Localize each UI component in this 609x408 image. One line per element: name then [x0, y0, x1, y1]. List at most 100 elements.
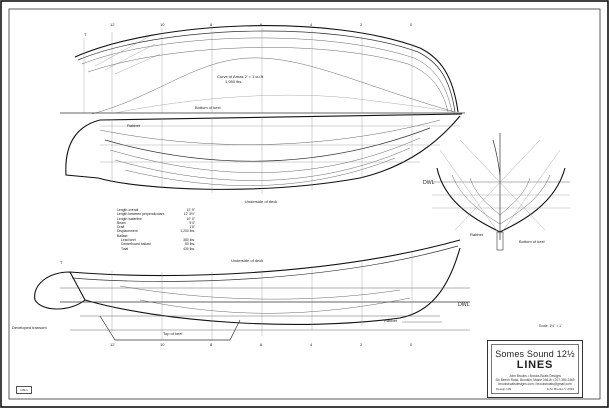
elevation-station-label: 12 — [110, 342, 115, 347]
profile-view: Rabbet Underside of deck — [65, 113, 463, 204]
elevation-buttock-1 — [119, 285, 401, 300]
plan-station-label: 4 — [310, 22, 313, 27]
particulars-row: Total 430 lbs. — [117, 247, 195, 251]
profile-buttocks — [100, 125, 460, 163]
profile-wl-2 — [104, 127, 431, 162]
elevation-rabbet — [84, 247, 461, 325]
particulars-value: 430 lbs. — [183, 246, 195, 251]
elevation-station-label: 4 — [310, 342, 313, 347]
designer-credit: John Brooks • Brooks Boats Designs Six B… — [492, 374, 578, 386]
elevation-rabbet-label: Rabbet — [384, 318, 398, 323]
particulars-label: Displacement — [117, 229, 138, 234]
body-stem — [492, 139, 501, 176]
plan-deckline — [81, 37, 453, 113]
plan-sheer-inner — [77, 30, 456, 113]
body-section-aft-outer — [436, 167, 501, 233]
elevation-station-label: 0 — [410, 342, 413, 347]
body-section-aft-2 — [451, 174, 501, 225]
drawing-title: LINES — [516, 359, 554, 371]
title-block: Somes Sound 12½ LINES John Brooks • Broo… — [487, 340, 583, 398]
body-section-fwd-2 — [499, 174, 551, 225]
title-block-inner: Somes Sound 12½ LINES John Brooks • Broo… — [491, 344, 579, 394]
plan-stations — [83, 28, 413, 113]
plan-diagonals — [94, 35, 161, 75]
particulars-value: 380 lbs. — [183, 238, 195, 243]
particulars-label: Draft — [117, 225, 125, 230]
particulars-label: Centerboard ballast — [121, 242, 151, 247]
profile-sheer — [99, 113, 463, 121]
body-rabbet-label: Rabbet — [470, 232, 484, 237]
top-of-keel-label: Top of keel — [163, 331, 182, 336]
credit-line-1: John Brooks • Brooks Boats Designs — [509, 374, 561, 378]
developed-transom-shape — [34, 271, 86, 310]
bottom-of-keel-label-plan: Bottom of keel — [195, 105, 221, 110]
particulars-row: Draft 1'6" — [117, 225, 195, 229]
particulars-value: 12' 3½" — [183, 212, 195, 217]
elevation-station-label: 2 — [360, 342, 363, 347]
particulars-label: Length waterline — [117, 216, 142, 221]
plan-station-t: T — [84, 32, 87, 37]
curve-of-areas-weight: 1,050 lbs. — [225, 79, 242, 84]
curve-of-areas — [91, 57, 456, 115]
elevation-station-label: 10 — [160, 342, 165, 347]
developed-transom-label: Developed transom — [12, 325, 47, 330]
particulars-label: Total — [121, 246, 129, 251]
profile-wl-5 — [124, 157, 396, 186]
profile-stations — [111, 115, 413, 194]
elevation-sheer-2 — [71, 245, 459, 282]
elevation-dwl-label: DWL — [458, 302, 470, 308]
scale-note: Scale: 1½" = 1' — [539, 324, 562, 328]
particulars-label: Length overall — [117, 208, 139, 212]
profile-wl-4 — [114, 147, 411, 181]
body-keel — [496, 231, 504, 251]
plan-waterline — [114, 94, 456, 114]
particulars-label: Ballast: — [117, 233, 129, 238]
copyright: John Brooks © 2019 — [546, 387, 574, 391]
plan-station-label: 6 — [260, 22, 263, 27]
boat-name: Somes Sound 12½ — [495, 349, 575, 359]
plan-view: Curve of Areas 2’ = 1 cu.ft. 1,050 lbs. … — [60, 25, 465, 115]
body-plan: DWL Bottom of keel Rabbet — [423, 133, 570, 251]
particulars-value: 12' 9" — [186, 208, 195, 212]
body-diagonals — [432, 139, 570, 236]
credit-line-2: Six Beech Road, Brooklin, Maine 04616 • … — [495, 378, 575, 382]
elevation-view: Developed transom Top of keel Underside … — [12, 239, 470, 341]
profile-wl-3 — [109, 137, 421, 173]
plan-station-label: 12 — [110, 22, 115, 27]
elevation-buttock-2 — [139, 297, 411, 314]
body-dwl-label: DWL — [423, 180, 435, 186]
elevation-station-t: T — [60, 260, 63, 265]
page-tag: 109-1 — [16, 386, 32, 394]
plan-station-label: 10 — [160, 22, 165, 27]
plan-station-label: 8 — [210, 22, 213, 27]
credit-line-3: brooksboatsdesigns.com • brooksboats@gma… — [498, 382, 572, 386]
body-section-fwd-outer — [499, 167, 566, 233]
particulars-row: Ballast: — [117, 234, 195, 238]
particulars-row: Lead keel 380 lbs. — [117, 238, 195, 242]
elevation-underside-label: Underside of deck — [231, 258, 263, 263]
elevation-station-label: 6 — [260, 342, 263, 347]
body-bottom-of-keel-label: Bottom of keel — [519, 239, 545, 244]
particulars-row: Length between perpendiculars 12' 3½" — [117, 212, 195, 216]
underside-of-deck-label: Underside of deck — [245, 199, 277, 204]
particulars-row: Displacement 1,200 lbs. — [117, 229, 195, 233]
profile-wl-1 — [99, 119, 441, 145]
plan-station-label: 2 — [360, 22, 363, 27]
particulars-row: Length overall 12' 9" — [117, 208, 195, 212]
elevation-station-label: 8 — [210, 342, 213, 347]
particulars-label: Beam — [117, 220, 126, 225]
particulars-row: Length waterline 10' 0" — [117, 217, 195, 221]
design-number: Design 109 — [496, 387, 512, 391]
profile-keel — [97, 115, 461, 190]
plan-station-label: 0 — [410, 22, 413, 27]
particulars-value: 1,200 lbs. — [180, 229, 195, 234]
particulars-label: Lead keel — [121, 238, 136, 243]
particulars-value: 1'6" — [189, 225, 195, 230]
particulars-value: 10' 0" — [186, 216, 195, 221]
particulars-label: Length between perpendiculars — [117, 212, 165, 217]
